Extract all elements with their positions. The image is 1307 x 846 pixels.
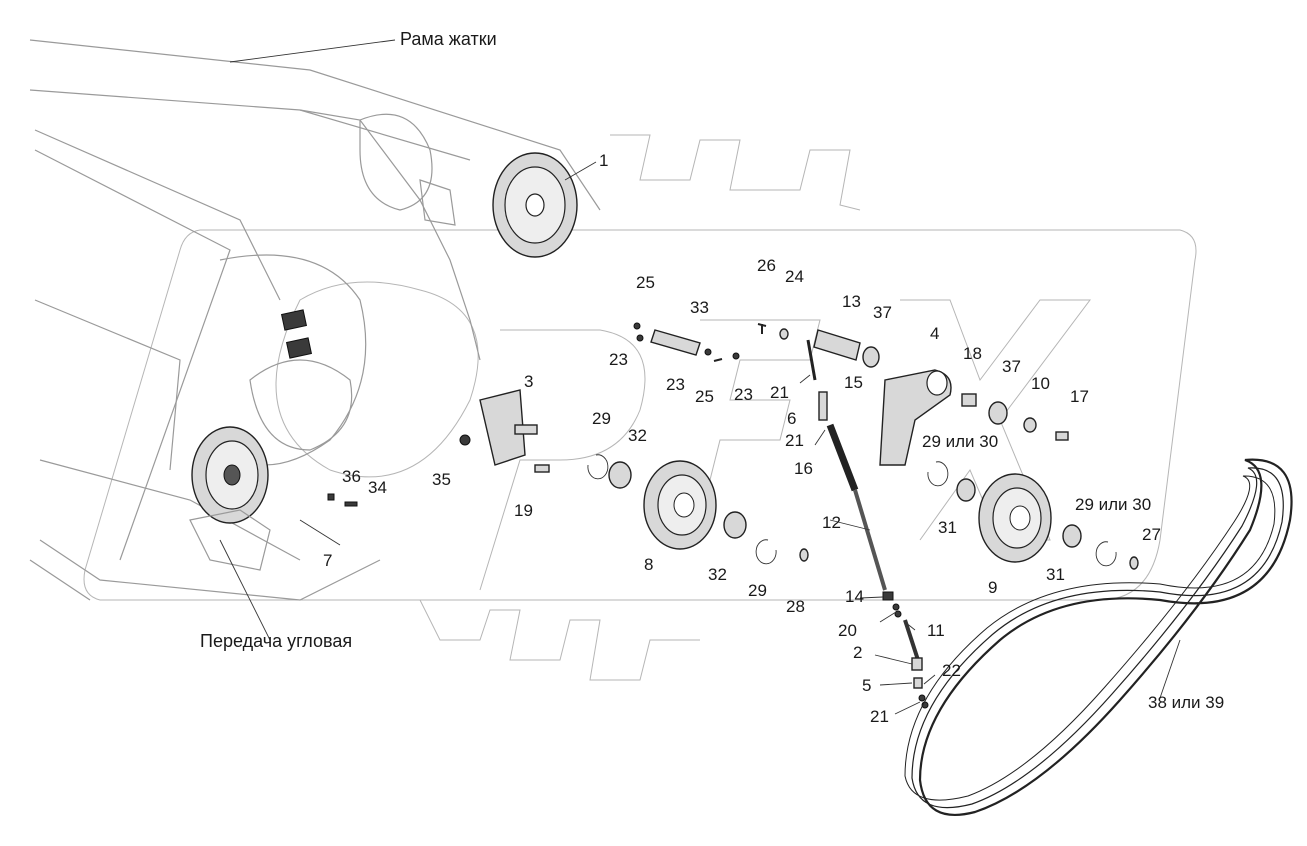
pulley-1 [492, 152, 578, 258]
callout-34: 34 [368, 478, 387, 497]
callout-17: 17 [1070, 387, 1089, 406]
callout-31-b: 31 [1046, 565, 1065, 584]
drive-belt-38-39 [904, 458, 1293, 816]
callout-22: 22 [942, 661, 961, 680]
callout-24: 24 [785, 267, 804, 286]
callout-18: 18 [963, 344, 982, 363]
callout-12: 12 [822, 513, 841, 532]
callout-3: 3 [524, 372, 533, 391]
callout-21-c: 21 [870, 707, 889, 726]
callout-23-c: 23 [734, 385, 753, 404]
callout-31-a: 31 [938, 518, 957, 537]
leader-lines [219, 39, 1181, 715]
callout-29-or-30-b: 29 или 30 [1075, 495, 1151, 514]
callout-28: 28 [786, 597, 805, 616]
callout-32-b: 32 [708, 565, 727, 584]
callout-7: 7 [323, 551, 332, 570]
callout-23-a: 23 [609, 350, 628, 369]
callout-8: 8 [644, 555, 653, 574]
frame-caption: Рама жатки [400, 29, 497, 49]
callout-37-b: 37 [1002, 357, 1021, 376]
watermark-logo [83, 134, 1197, 681]
callout-25-b: 25 [695, 387, 714, 406]
callout-37-a: 37 [873, 303, 892, 322]
tension-arm-4 [879, 369, 952, 466]
callout-16: 16 [794, 459, 813, 478]
pulley-8 [587, 454, 809, 565]
shaft-33 [633, 322, 740, 362]
callout-13: 13 [842, 292, 861, 311]
pulley-7 [189, 426, 271, 571]
callout-11: 11 [927, 621, 945, 640]
callout-14: 14 [845, 587, 864, 606]
pulley-9 [927, 461, 1139, 570]
callout-10: 10 [1031, 374, 1050, 393]
callout-20: 20 [838, 621, 857, 640]
spacers-right [961, 393, 1069, 441]
callout-2: 2 [853, 643, 862, 662]
callout-25-a: 25 [636, 273, 655, 292]
header-frame-drawing [29, 39, 601, 601]
callout-36: 36 [342, 467, 361, 486]
callout-15: 15 [844, 373, 863, 392]
bolt-34-36 [327, 493, 358, 507]
callout-6: 6 [787, 409, 796, 428]
callout-26: 26 [757, 256, 776, 275]
axle-13 [757, 323, 880, 368]
callout-33: 33 [690, 298, 709, 317]
callout-1: 1 [599, 151, 608, 170]
tension-rod-assembly [806, 339, 929, 709]
callout-27: 27 [1142, 525, 1161, 544]
callout-4: 4 [930, 324, 939, 343]
callout-29-or-30-a: 29 или 30 [922, 432, 998, 451]
callout-38-or-39: 38 или 39 [1148, 693, 1224, 712]
gearbox-caption: Передача угловая [200, 631, 352, 651]
callout-5: 5 [862, 676, 871, 695]
callout-32-a: 32 [628, 426, 647, 445]
callout-21-b: 21 [785, 431, 804, 450]
callout-labels: 1 2 3 4 5 6 7 8 9 10 11 12 13 14 15 16 1… [323, 151, 1224, 726]
callout-9: 9 [988, 578, 997, 597]
callout-21-a: 21 [770, 383, 789, 402]
bracket-plate-3 [459, 389, 550, 473]
callout-19: 19 [514, 501, 533, 520]
callout-29-a: 29 [592, 409, 611, 428]
callout-35: 35 [432, 470, 451, 489]
callout-29-b: 29 [748, 581, 767, 600]
callout-23-b: 23 [666, 375, 685, 394]
